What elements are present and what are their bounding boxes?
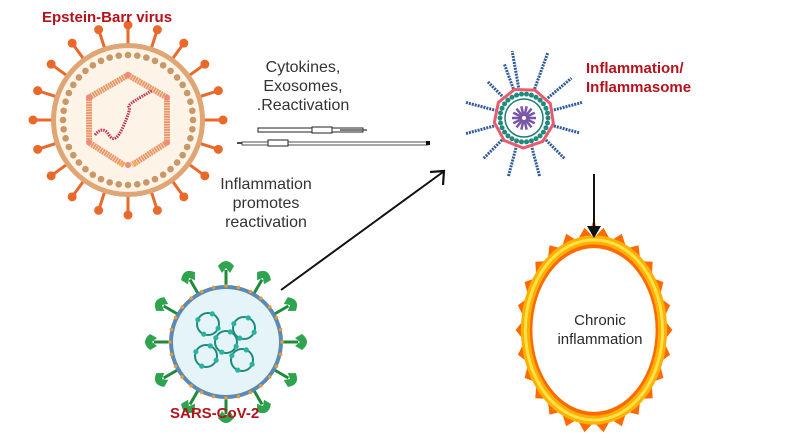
fire-ring-icon bbox=[515, 220, 673, 433]
arrow-ebv-to-inflammasome bbox=[257, 126, 367, 134]
inflammasome-label-line1: Inflammation/ bbox=[586, 60, 684, 77]
sars-label: SARS-CoV-2 bbox=[170, 405, 260, 422]
inflammasome-label-line2: Inflammasome bbox=[586, 79, 692, 96]
inflammasome-label: Inflammation/ Inflammasome bbox=[586, 59, 691, 97]
chronic-label-line1: Chronic bbox=[574, 312, 626, 329]
arrow-inflammasome-to-chronic bbox=[587, 174, 601, 238]
edge-label-line: Inflammation bbox=[220, 176, 312, 193]
edge-label-cytokines: Cytokines, Exosomes, .Reactivation bbox=[238, 58, 368, 115]
edge-label-inflammation-promotes: Inflammation promotes reactivation bbox=[196, 175, 336, 232]
edge-label-line: promotes bbox=[232, 195, 300, 212]
inflammasome-icon bbox=[465, 50, 583, 177]
sars-cov-2-virus-icon bbox=[145, 261, 307, 423]
edge-label-line: .Reactivation bbox=[256, 97, 350, 114]
edge-label-line: Exosomes, bbox=[263, 78, 343, 95]
ebv-virus-icon bbox=[28, 20, 228, 220]
ebv-label: Epstein-Barr virus bbox=[42, 9, 173, 26]
arrow-inflammasome-to-ebv bbox=[237, 139, 430, 147]
arrow-sars-to-inflammasome bbox=[280, 169, 446, 291]
chronic-inflammation-label: Chronic inflammation bbox=[530, 311, 670, 349]
edge-label-line: reactivation bbox=[225, 214, 307, 231]
edge-label-line: Cytokines, bbox=[265, 59, 341, 76]
chronic-label-line2: inflammation bbox=[557, 331, 643, 348]
